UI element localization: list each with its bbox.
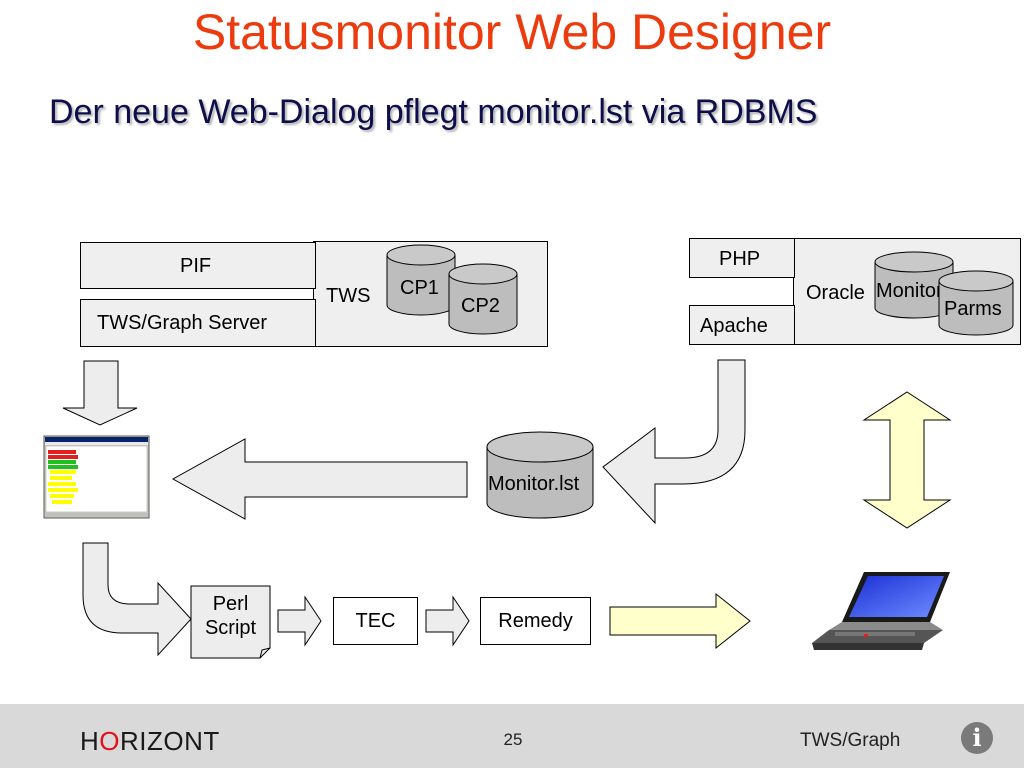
oracle-label: Oracle — [806, 282, 865, 304]
monitor-cylinder — [874, 251, 954, 319]
slide-title: Statusmonitor Web Designer — [192, 4, 832, 60]
pif-label: PIF — [180, 255, 212, 277]
cp1-label: CP1 — [400, 277, 439, 299]
arrow-perl-to-tec — [277, 595, 322, 647]
info-icon[interactable]: i — [961, 722, 993, 754]
remedy-label: Remedy — [498, 610, 573, 632]
monitor-lst-label: Monitor.lst — [488, 473, 580, 495]
cp1-cylinder — [386, 244, 456, 316]
footer-bar: HORIZONT 25 TWS/Graph i — [0, 704, 1024, 768]
cp2-cylinder — [448, 263, 518, 335]
perl-label-line2: Script — [204, 617, 257, 639]
slide-subtitle: Der neue Web-Dialog pflegt monitor.lst v… — [49, 93, 818, 131]
tec-box: TEC — [333, 597, 418, 645]
product-name: TWS/Graph — [800, 730, 901, 751]
monitor-lst-cylinder — [486, 431, 594, 519]
arrow-to-laptop — [609, 592, 751, 650]
arrow-tec-to-remedy — [425, 595, 470, 647]
pif-box — [80, 242, 316, 289]
perl-script-label: Perl Script — [191, 592, 270, 640]
php-box — [689, 238, 795, 278]
curved-arrow-to-perl — [82, 542, 192, 657]
horizont-logo: HORIZONT — [80, 726, 220, 756]
tec-label: TEC — [355, 610, 396, 632]
graph-server-box — [80, 299, 316, 347]
php-label: PHP — [719, 248, 761, 270]
left-arrow — [171, 438, 468, 520]
apache-box — [689, 305, 795, 345]
laptop-icon — [812, 572, 950, 650]
monitor-label: Monitor — [876, 280, 939, 302]
perl-label-line1: Perl — [212, 593, 249, 615]
cp2-label: CP2 — [461, 295, 500, 317]
perl-script-doc — [190, 585, 271, 659]
tws-label: TWS — [326, 285, 371, 307]
parms-cylinder — [938, 270, 1014, 336]
double-arrow — [862, 391, 952, 529]
down-arrow — [62, 360, 138, 426]
parms-label: Parms — [944, 298, 1002, 320]
graph-server-label: TWS/Graph Server — [97, 312, 268, 334]
page-number: 25 — [503, 730, 523, 749]
remedy-box: Remedy — [480, 597, 591, 645]
curved-arrow-apache — [602, 359, 746, 525]
apache-label: Apache — [700, 315, 768, 337]
status-monitor-screenshot — [43, 435, 150, 519]
